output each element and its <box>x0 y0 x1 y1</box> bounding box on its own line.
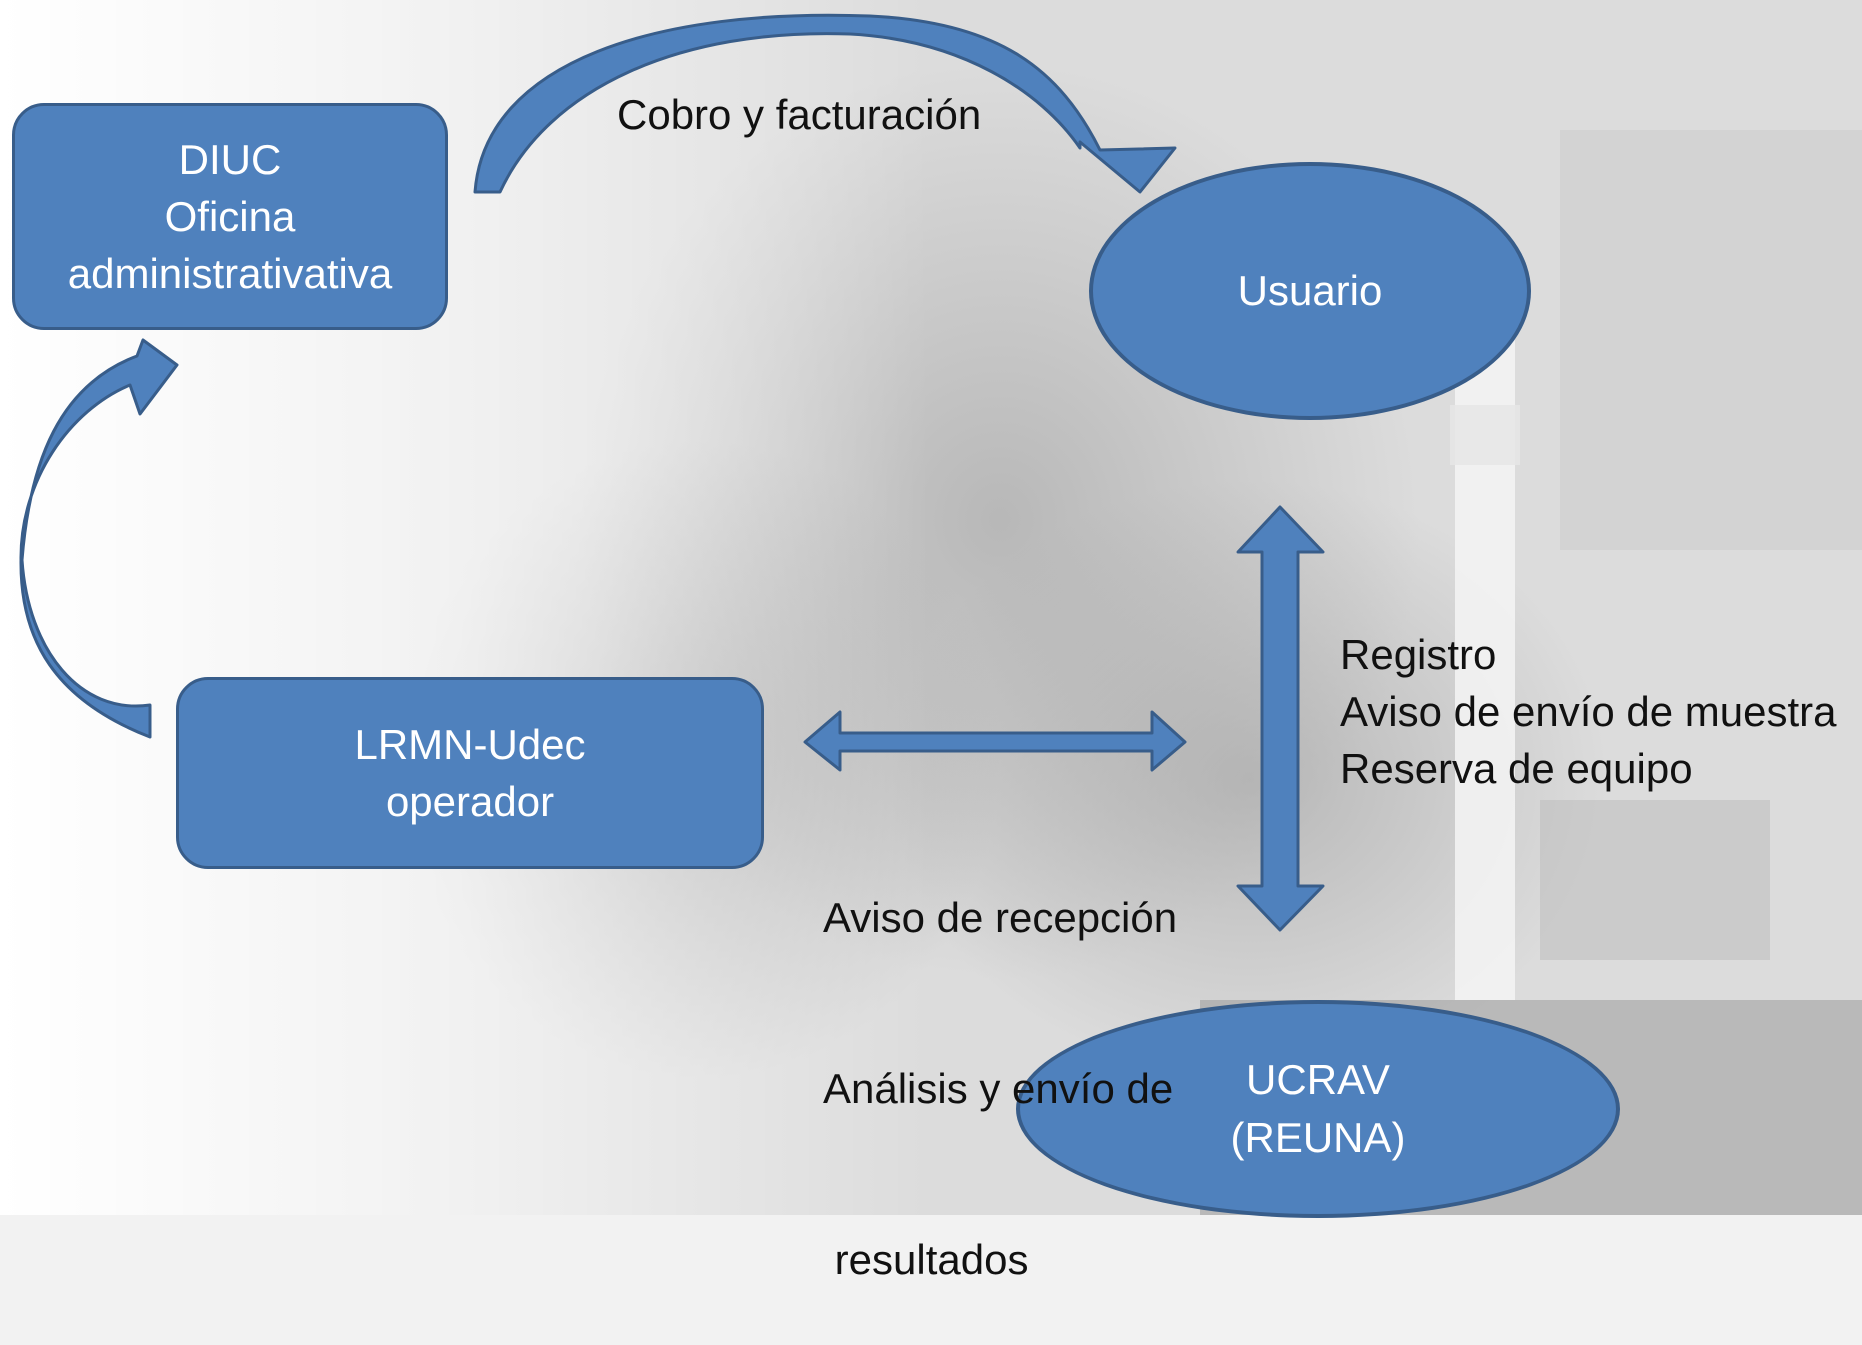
diuc-line-2: Oficina <box>164 193 296 240</box>
lrmn-node: LRMN-Udec operador <box>176 677 764 869</box>
lrmn-to-diuc-arrow <box>19 338 179 739</box>
user-ucrav-label: Registro Aviso de envío de muestra Reser… <box>1340 626 1837 797</box>
user-ucrav-line-1: Registro <box>1340 631 1497 678</box>
user-ucrav-line-2: Aviso de envío de muestra <box>1340 688 1837 735</box>
billing-arrow <box>473 13 1177 194</box>
user-ucrav-line-3: Reserva de equipo <box>1340 745 1693 792</box>
diagram-arrows <box>19 13 1325 932</box>
lrmn-line-2: operador <box>385 778 555 825</box>
ucrav-line-1: UCRAV <box>1246 1056 1390 1103</box>
ucrav-line-2: (REUNA) <box>1230 1114 1406 1161</box>
lrmn-line-1: LRMN-Udec <box>354 721 586 768</box>
diuc-line-1: DIUC <box>178 136 282 183</box>
usuario-label: Usuario <box>1237 267 1383 314</box>
lrmn-ucrav-double-arrow <box>803 710 1187 772</box>
billing-label-text: Cobro y facturación <box>617 91 982 138</box>
lrmn-ucrav-label: Aviso de recepción Análisis y envío de r… <box>823 775 1177 1345</box>
usuario-ucrav-double-arrow <box>1236 505 1325 932</box>
usuario-node: Usuario <box>1089 162 1531 420</box>
lrmn-ucrav-line-2: Análisis y envío de <box>823 1065 1174 1112</box>
billing-label: Cobro y facturación <box>617 86 981 143</box>
lrmn-ucrav-line-1: Aviso de recepción <box>823 894 1178 941</box>
diuc-node: DIUC Oficina administrativativa <box>12 103 448 330</box>
ucrav-node: UCRAV (REUNA) <box>1016 1000 1620 1218</box>
lrmn-ucrav-line-3: resultados <box>823 1236 1029 1283</box>
diuc-line-3: administrativativa <box>67 250 393 297</box>
